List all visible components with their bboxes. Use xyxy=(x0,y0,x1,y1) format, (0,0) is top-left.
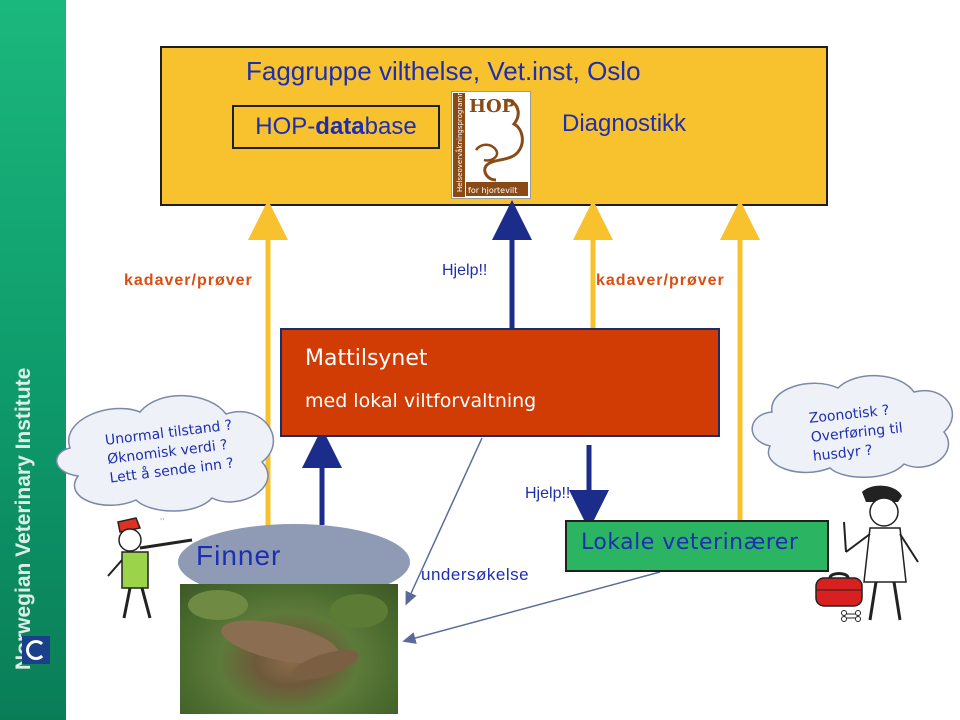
finner-label: Finner xyxy=(196,540,282,571)
kadaver-label-right: kadaver/prøver xyxy=(596,272,725,289)
lokale-veterinaerer-box xyxy=(565,520,829,572)
kadaver-label-left: kadaver/prøver xyxy=(124,272,253,289)
mattilsynet-subtitle: med lokal viltforvaltning xyxy=(305,390,537,412)
line-lokale-photo xyxy=(402,571,661,644)
faggruppe-title: Faggruppe vilthelse, Vet.inst, Oslo xyxy=(246,56,641,86)
mattilsynet-title: Mattilsynet xyxy=(305,346,428,371)
institute-logo-icon xyxy=(22,636,50,664)
diagnostikk-label: Diagnostikk xyxy=(562,110,687,137)
undersokelse-label: undersøkelse xyxy=(421,565,530,584)
hop-logo-graphic: Helseovervåkningsprogrammet HOP for hjor… xyxy=(453,82,528,197)
hop-database-suffix: base xyxy=(364,113,417,140)
finner-ellipse xyxy=(178,524,410,600)
hop-logo-big-text: HOP xyxy=(469,96,516,117)
hop-database-bold: data xyxy=(315,113,365,140)
cloud-left xyxy=(55,394,275,512)
cloud-right-text: Zoonotisk ? Overføring til husdyr ? xyxy=(808,400,906,466)
veterinarian-figure-icon xyxy=(843,485,919,621)
doctor-bag-icon xyxy=(815,572,863,607)
hop-logo-bottom-text: for hjortevilt xyxy=(468,186,517,195)
lokale-veterinaerer-label: Lokale veterinærer xyxy=(581,530,799,555)
cloud-right xyxy=(751,375,954,478)
hop-database-box: HOP-database xyxy=(232,105,440,149)
hop-logo-side-text: Helseovervåkningsprogrammet xyxy=(455,92,464,192)
hop-logo: Helseovervåkningsprogrammet HOP for hjor… xyxy=(451,82,531,199)
mattilsynet-box xyxy=(280,328,720,437)
hop-database-prefix: HOP- xyxy=(255,113,316,140)
sidebar-band: Norwegian Veterinary Institute xyxy=(0,0,66,720)
line-undersokelse xyxy=(405,437,483,606)
hunter-figure-icon: '' xyxy=(107,517,193,619)
hjelp-label-top: Hjelp!! xyxy=(442,262,488,279)
hjelp-label-bottom: Hjelp!! xyxy=(525,485,571,502)
dead-deer-photo xyxy=(180,584,398,714)
svg-text:'': '' xyxy=(160,517,164,526)
bone-icon xyxy=(841,610,861,622)
